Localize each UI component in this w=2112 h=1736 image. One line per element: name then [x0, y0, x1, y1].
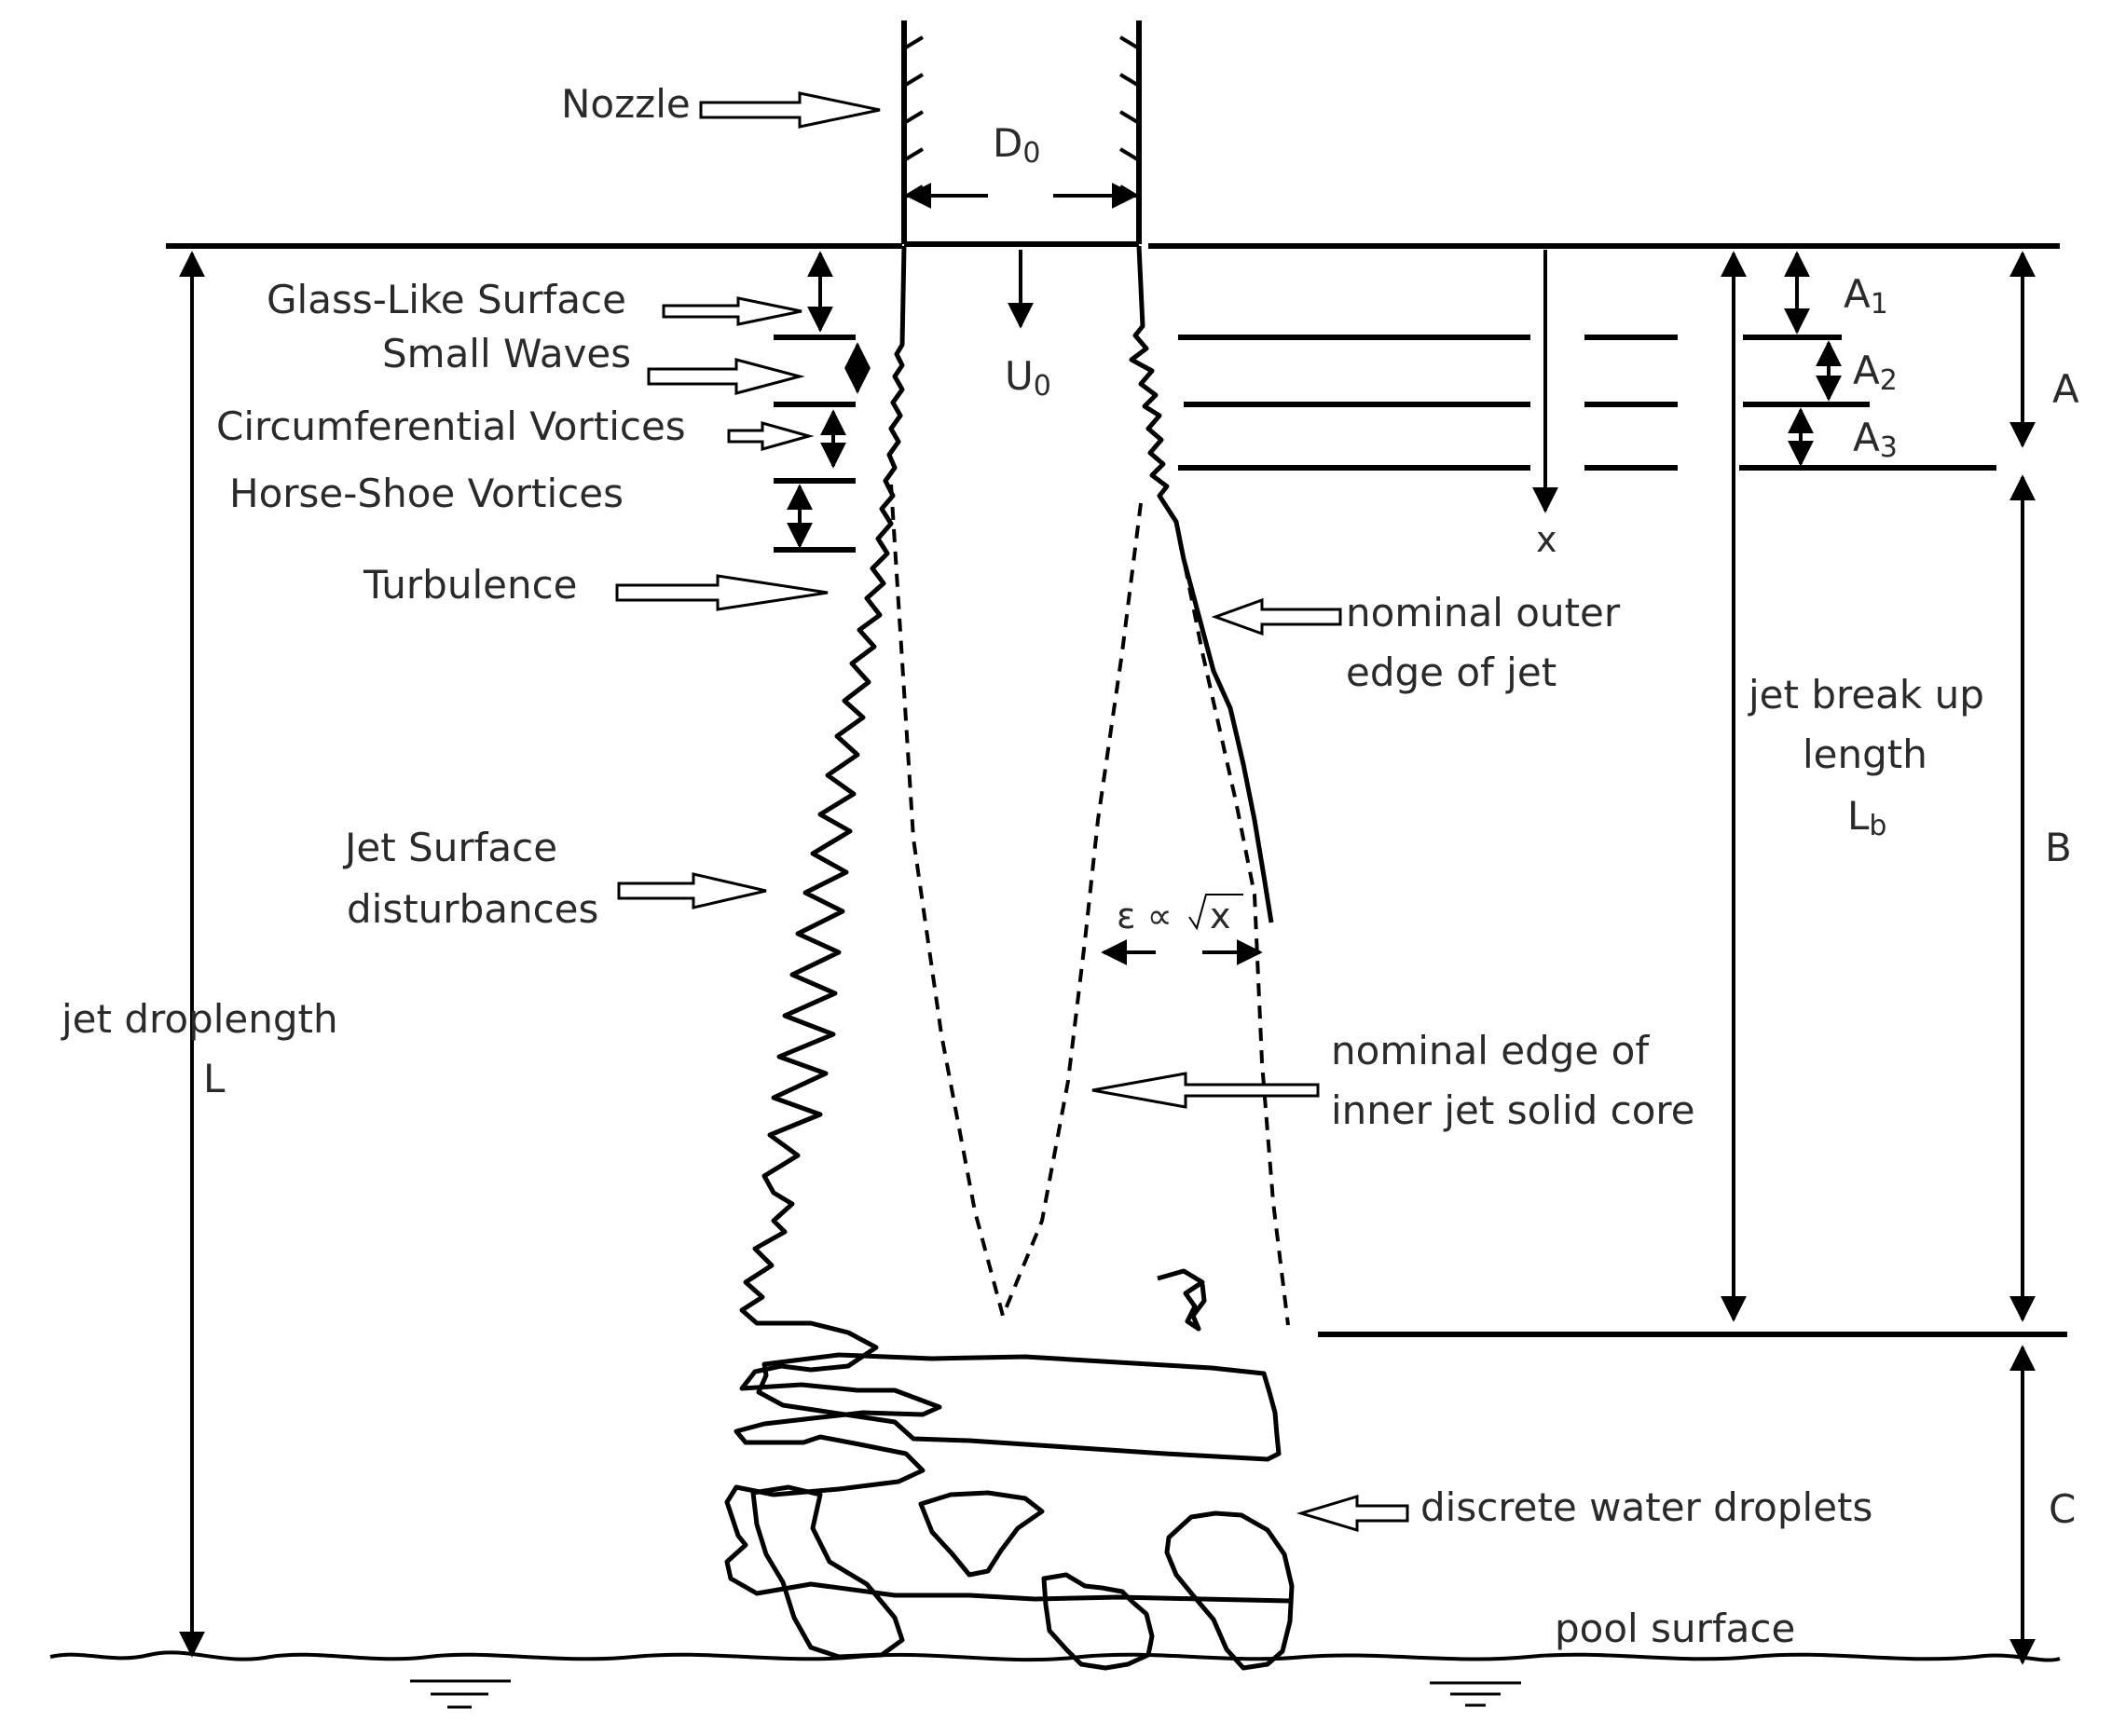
droplet-1 [750, 1484, 905, 1660]
droplet-slab [756, 1352, 1282, 1462]
zone-c-label: C [2049, 1486, 2076, 1532]
water-level-symbol-left [410, 1679, 511, 1709]
jet-surface-label-1: Jet Surface [342, 825, 557, 870]
droplet-3 [1041, 1572, 1155, 1671]
nozzle-pointer-arrow [699, 91, 881, 129]
a2-label: A2 [1853, 348, 1898, 397]
droplets-pointer-arrow [1296, 1494, 1409, 1533]
droplength-label-2: L [203, 1056, 226, 1101]
outer-edge-label-2: edge of jet [1346, 649, 1557, 695]
inner-core-label-2: inner jet solid core [1331, 1087, 1695, 1133]
jet-left-outer-edge [724, 245, 1291, 1604]
x-label: x [1536, 519, 1557, 560]
nozzle-hatching [902, 35, 1141, 199]
a-subzone-arrows: A1 A2 A3 [1784, 251, 1898, 467]
sqrt-sign [1188, 894, 1243, 931]
glass-like-pointer-arrow [662, 296, 802, 326]
jet-right-outer-edge [1129, 245, 1274, 923]
breakup-label-3: Lb [1847, 793, 1886, 842]
outer-edge-pointer-arrow [1211, 597, 1342, 636]
circumferential-label: Circumferential Vortices [216, 403, 686, 449]
turbulence-label: Turbulence [363, 562, 578, 608]
jet-inner-wave-fragment [1157, 1268, 1207, 1332]
droplet-2 [918, 1490, 1045, 1578]
pool-surface-line [49, 1650, 2061, 1662]
jet-surface-pointer-arrow [617, 872, 767, 909]
zone-b-label: B [2045, 825, 2072, 870]
zone-brackets: A B C [1318, 251, 2079, 1665]
turbulence-pointer-arrow [615, 574, 829, 611]
pool-surface-label: pool surface [1555, 1606, 1795, 1651]
inner-core-edges [889, 484, 1290, 1326]
inner-core-label-1: nominal edge of [1331, 1028, 1650, 1073]
x-axis-arrow: x [1532, 250, 1558, 560]
circumferential-pointer-arrow [727, 421, 815, 451]
small-waves-pointer-arrow [647, 358, 805, 395]
epsilon-label: ε ∝ [1117, 895, 1173, 936]
inner-core-left-edge [889, 484, 1005, 1317]
epsilon-x-label: x [1210, 895, 1231, 936]
droplet-4 [1164, 1510, 1295, 1671]
breakup-label-2: length [1803, 731, 1927, 777]
small-waves-label: Small Waves [382, 331, 631, 376]
breakup-length: jet break up length Lb [1721, 251, 1984, 1322]
droplength-label-1: jet droplength [61, 996, 338, 1042]
right-zone-lines [1178, 335, 1996, 471]
pool-surface [49, 1650, 2061, 1709]
epsilon-dimension: ε ∝ x [1101, 894, 1263, 965]
outer-jet-nominal-edge [1174, 521, 1290, 1326]
horseshoe-label: Horse-Shoe Vortices [229, 471, 624, 516]
water-droplets [750, 1352, 1295, 1671]
left-zone-markers [774, 251, 871, 553]
water-level-symbol-right [1430, 1681, 1521, 1707]
outer-edge-label-1: nominal outer [1346, 590, 1621, 636]
u0-label: U0 [1005, 353, 1051, 403]
inner-core-pointer-arrow [1091, 1072, 1320, 1109]
u0-velocity: U0 [1005, 250, 1051, 403]
d0-label: D0 [993, 120, 1040, 170]
droplets-label: discrete water droplets [1420, 1484, 1872, 1530]
a1-label: A1 [1844, 271, 1888, 321]
breakup-label-1: jet break up [1748, 672, 1984, 718]
jet-surface-label-2: disturbances [347, 886, 598, 932]
zone-a-label: A [2052, 366, 2079, 412]
pointer-arrows [615, 91, 1409, 1533]
nozzle-label: Nozzle [561, 81, 691, 127]
inner-core-right-edge [1001, 502, 1143, 1317]
a3-label: A3 [1853, 415, 1898, 464]
glass-like-label: Glass-Like Surface [267, 277, 626, 322]
d0-dimension: D0 [905, 120, 1138, 209]
jet-droplength: jet droplength L [61, 251, 338, 1658]
